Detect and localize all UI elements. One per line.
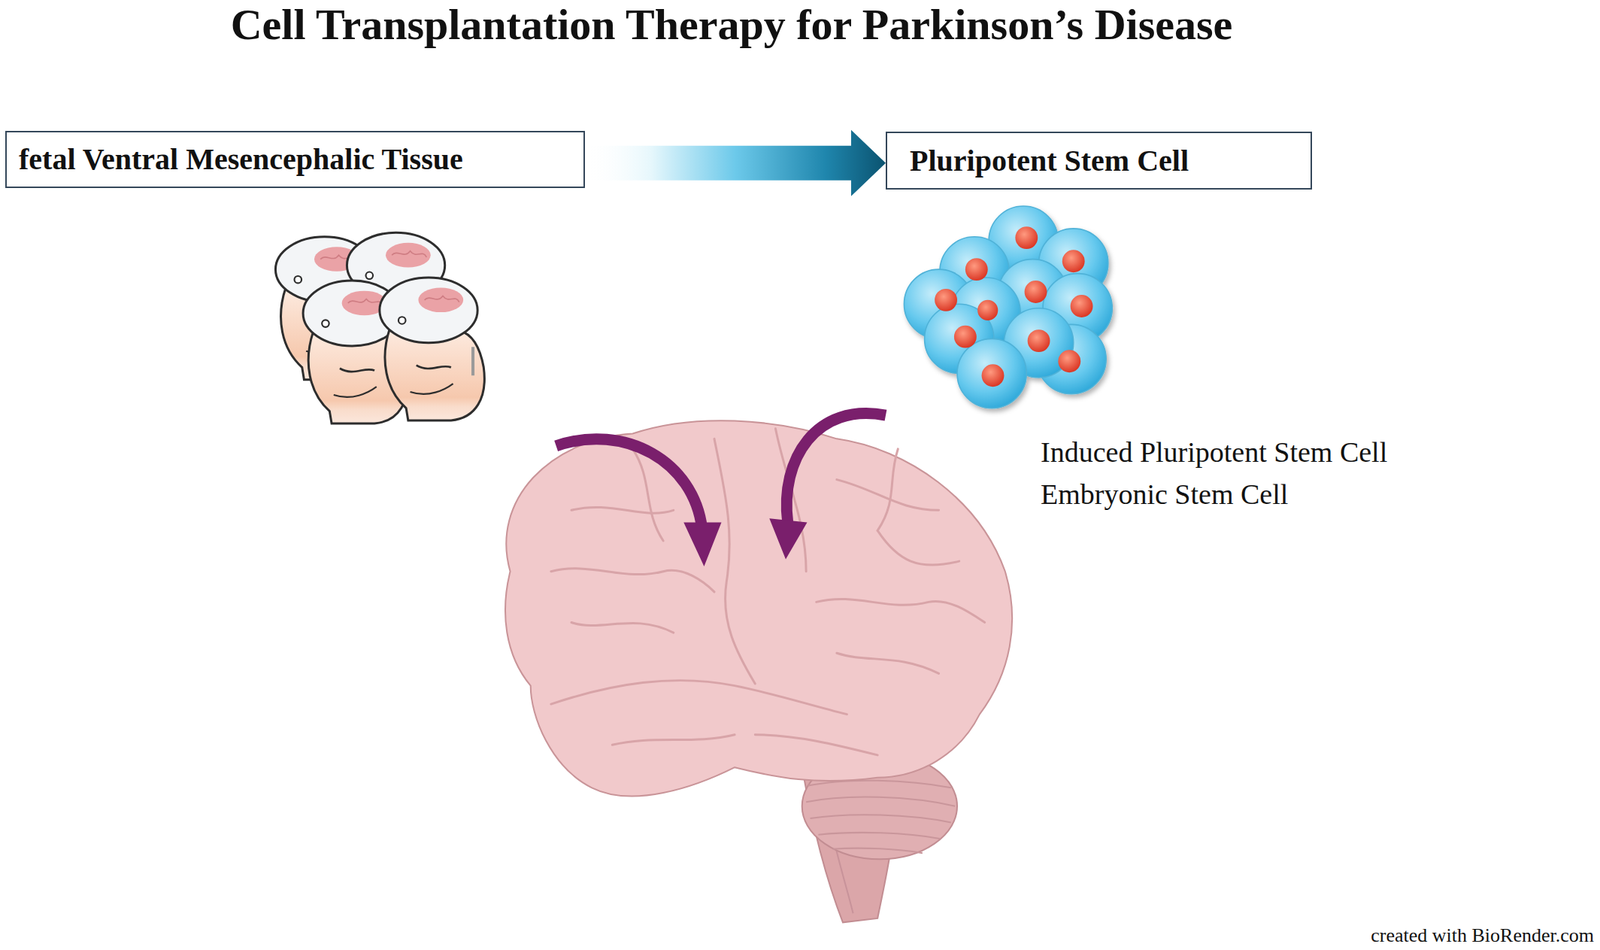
box-label: Pluripotent Stem Cell [909, 144, 1189, 178]
credit-watermark: created with BioRender.com [1370, 924, 1594, 947]
fetus-illustration [275, 232, 485, 424]
transplant-arrows [556, 413, 886, 567]
source-box: Pluripotent Stem Cell [885, 131, 1313, 190]
source-box: fetal Ventral Mesencephalic Tissue [5, 130, 585, 188]
cell-type-label: Induced Pluripotent Stem Cell [1040, 436, 1388, 470]
brain-illustration [505, 420, 1013, 922]
box-label: fetal Ventral Mesencephalic Tissue [18, 142, 464, 176]
cell-type-label: Embryonic Stem Cell [1040, 478, 1288, 512]
flow-arrow [584, 130, 886, 197]
diagram-title: Cell Transplantation Therapy for Parkins… [230, 0, 1234, 51]
stem-cell-cluster [903, 206, 1113, 409]
